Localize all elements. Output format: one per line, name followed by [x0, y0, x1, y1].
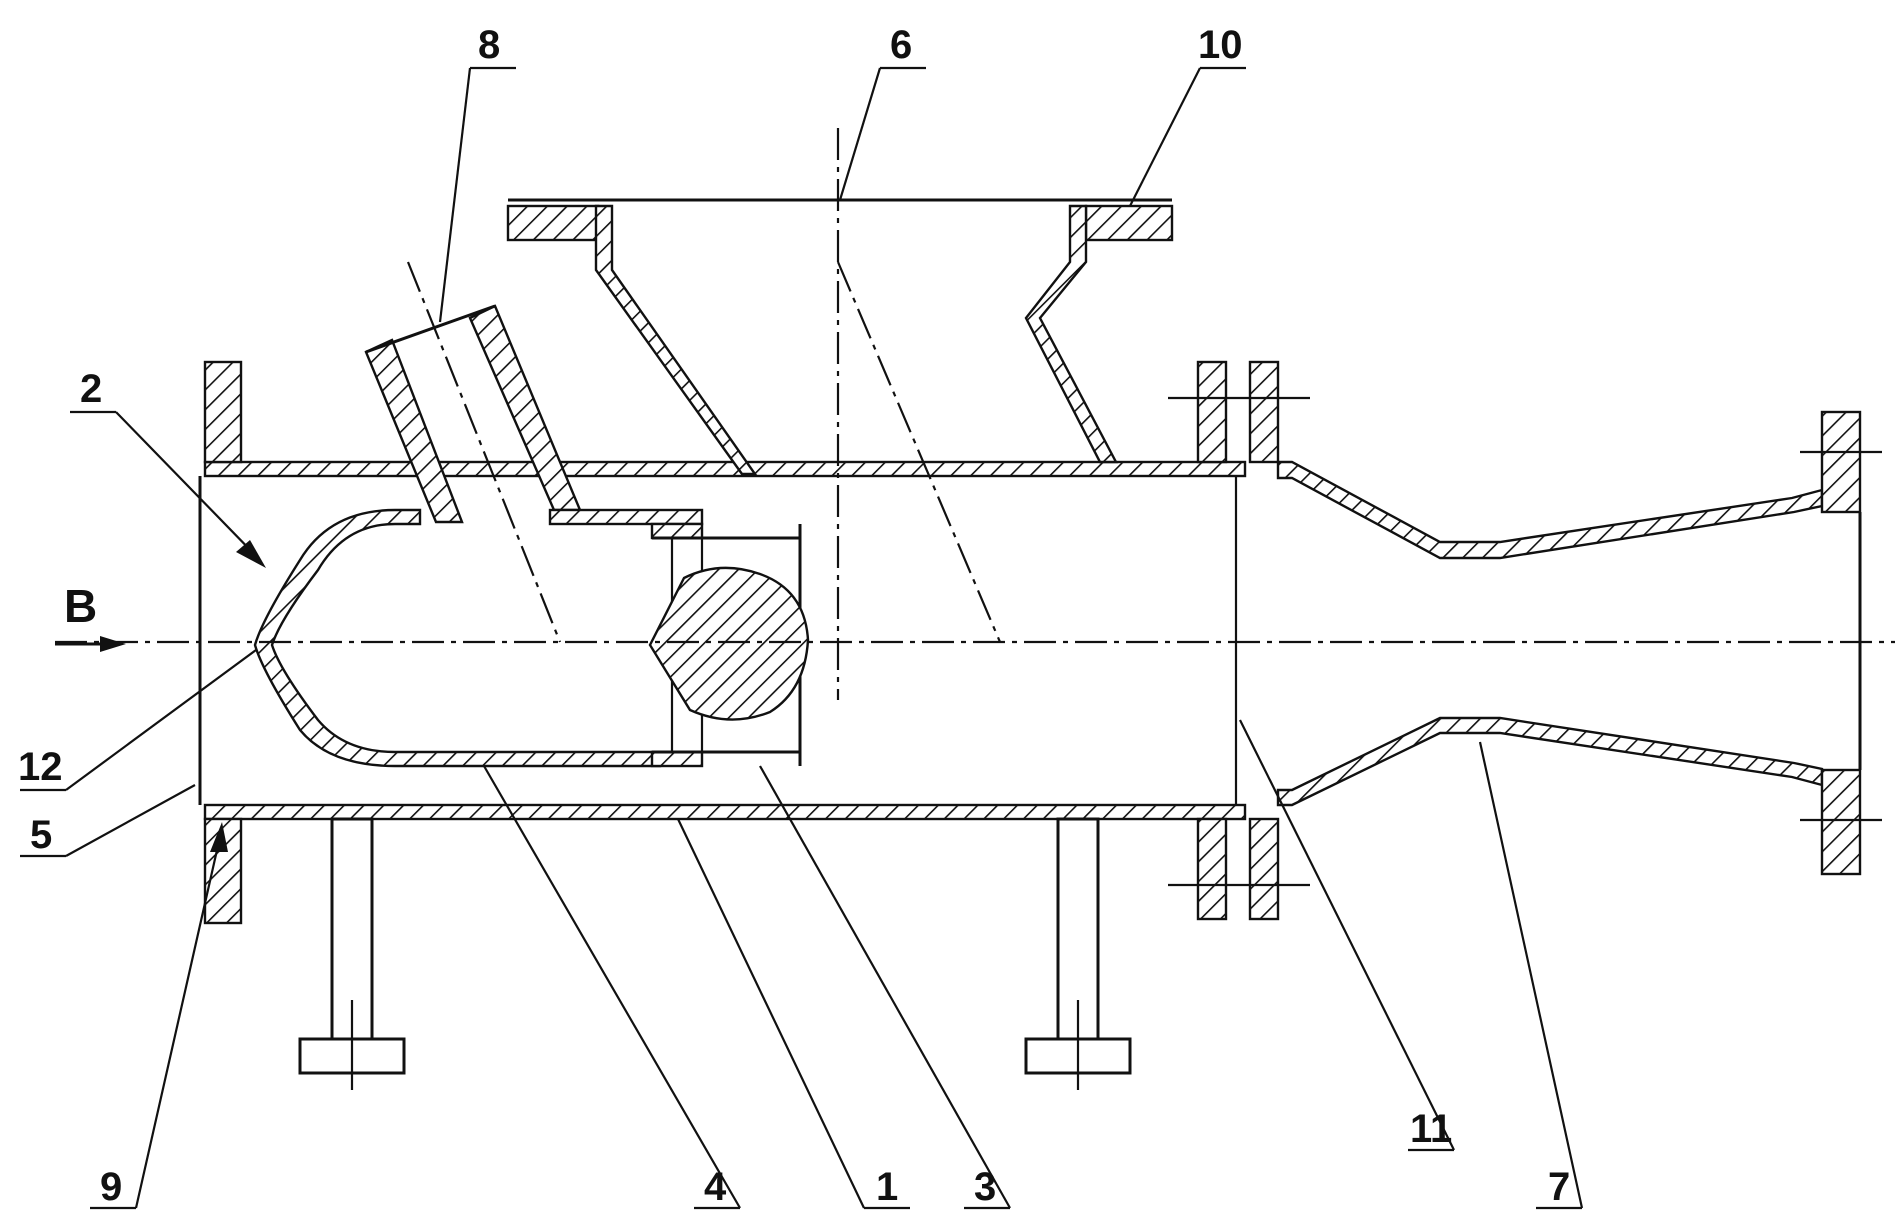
part-labels: 8 6 10 2 12 5 9 4 1 3 11 7	[18, 23, 1570, 1209]
part-label-4: 4	[704, 1165, 727, 1209]
valve-plug	[648, 566, 810, 721]
main-pipe	[198, 460, 1247, 821]
part-label-6: 6	[890, 23, 912, 67]
inner-tube-4	[253, 508, 802, 768]
part-label-8: 8	[478, 23, 500, 67]
part-label-11: 11	[1410, 1107, 1452, 1151]
part-label-2: 2	[80, 367, 102, 411]
diffuser-7	[1276, 410, 1882, 876]
part-label-3: 3	[974, 1165, 996, 1209]
flow-direction-label: B	[64, 580, 97, 632]
leader-lines	[20, 66, 1584, 1210]
part-label-10: 10	[1198, 23, 1243, 67]
branch-pipe-8	[364, 304, 582, 524]
center-lines	[55, 128, 1895, 700]
hopper-6	[506, 198, 1174, 476]
part-label-12: 12	[18, 745, 63, 789]
part-label-1: 1	[876, 1165, 898, 1209]
part-label-7: 7	[1548, 1165, 1570, 1209]
coupling-flanges	[1168, 360, 1310, 921]
part-label-5: 5	[30, 813, 52, 857]
part-label-9: 9	[100, 1165, 122, 1209]
support-legs	[298, 817, 1132, 1090]
flow-arrow: B	[55, 580, 126, 652]
